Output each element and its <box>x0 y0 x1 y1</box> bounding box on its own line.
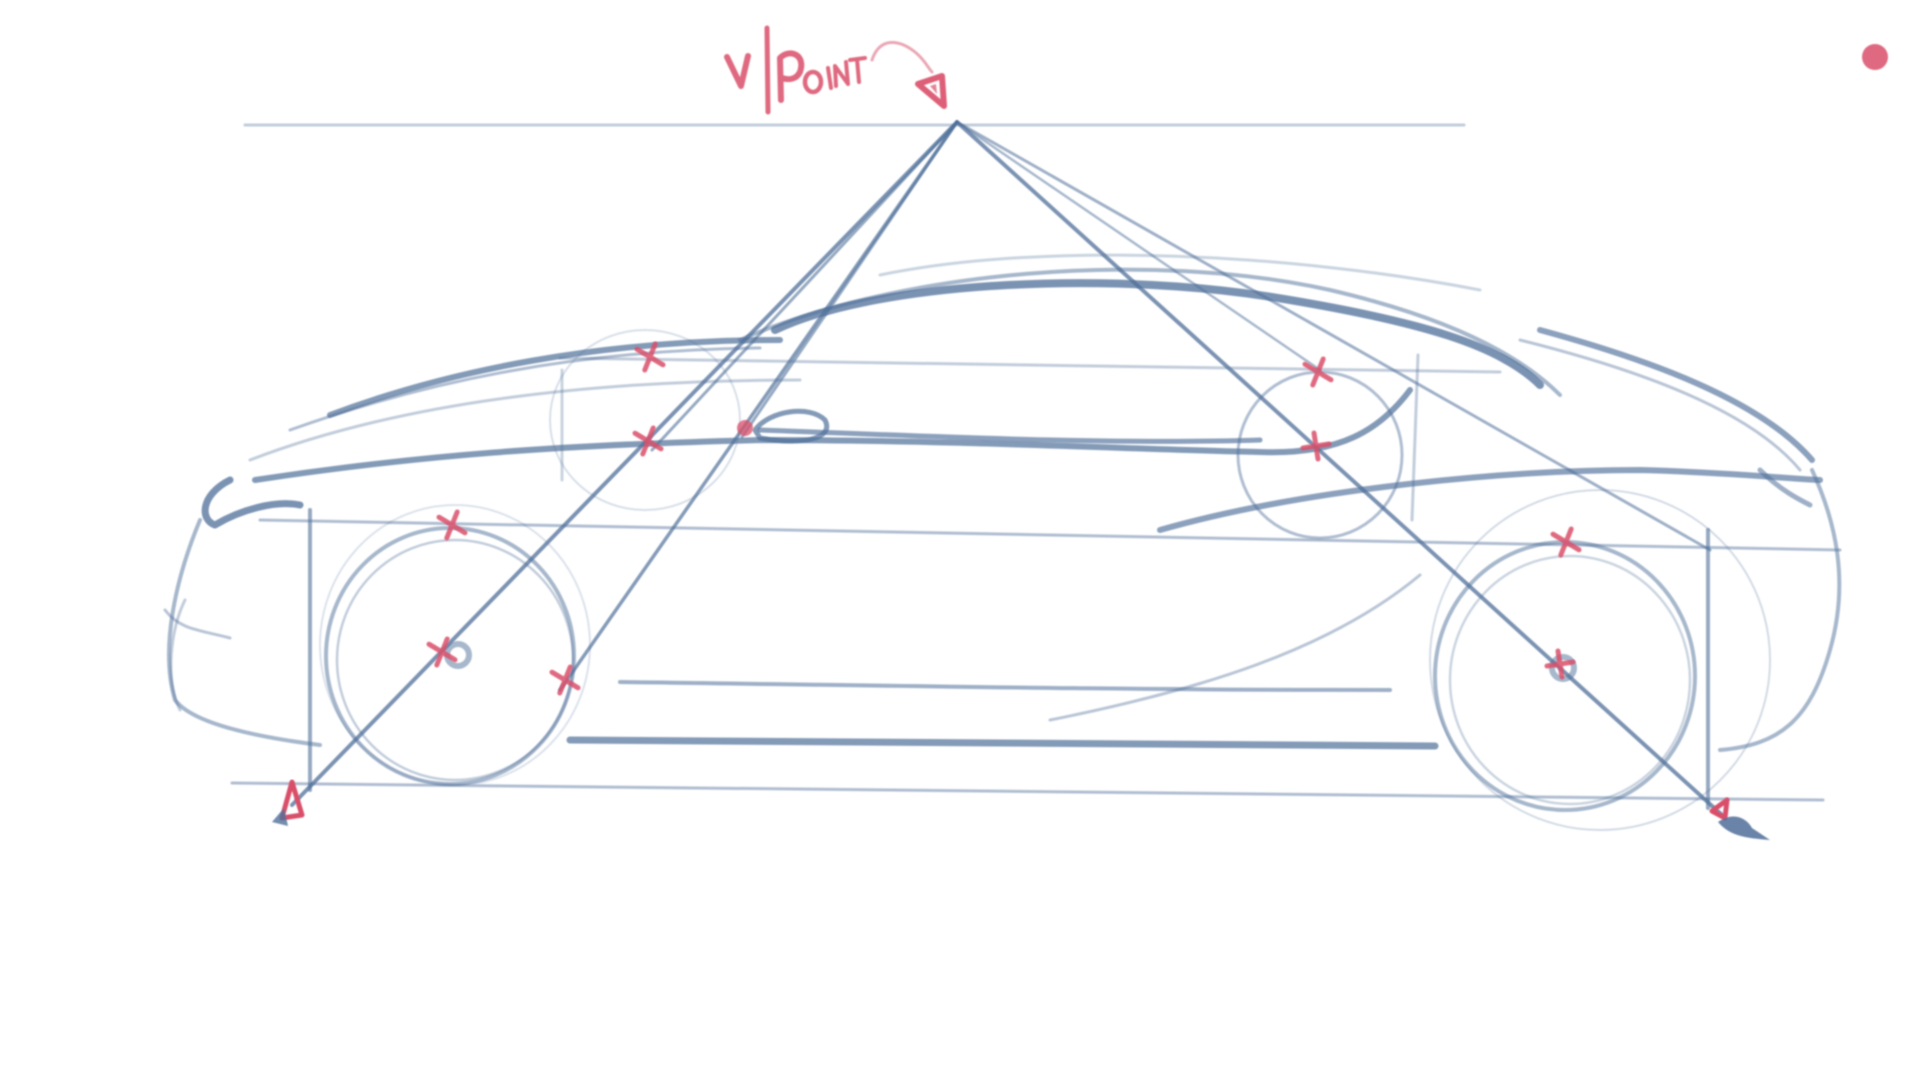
label-letter-o <box>802 69 824 95</box>
left-ground-blob <box>272 808 288 826</box>
label-letter-p <box>777 50 805 103</box>
label-letter-v <box>724 53 751 89</box>
front-grille <box>163 608 232 640</box>
rear-wheel-inner <box>1448 554 1692 806</box>
label-letter-t <box>848 56 867 84</box>
lower-door-line <box>618 680 1392 692</box>
color-swatch-dot[interactable] <box>1862 44 1888 70</box>
marker-plus-rear-upper-mid-icon <box>1300 430 1332 462</box>
left-ground-triangle-icon <box>279 779 305 821</box>
rear-fascia <box>1718 468 1842 752</box>
wheel-ellipses <box>319 329 1771 831</box>
vp-ray-4 <box>650 120 959 452</box>
ground-markers <box>272 779 1770 840</box>
vp-ray-5 <box>955 120 1724 817</box>
rear-tail-light <box>1757 467 1813 508</box>
rear-deck <box>1537 327 1815 463</box>
label-letter-n <box>833 60 850 88</box>
marker-x-rear-upper-top-icon <box>1302 356 1334 388</box>
mirror <box>752 408 830 444</box>
rear-pillar-vertical <box>1410 353 1420 522</box>
front-wheel-inner <box>335 538 575 782</box>
lower-swoosh <box>1048 573 1422 722</box>
vp-ray-6 <box>955 120 1712 552</box>
rear-haunch <box>1157 467 1823 533</box>
red-x-markers <box>426 341 1582 696</box>
side-crease <box>252 387 1413 483</box>
vanishing-point-annotation <box>724 25 947 436</box>
label-curved-arrow <box>870 40 934 74</box>
front-bumper <box>201 476 304 529</box>
marker-x-front-wheel-center-icon <box>426 636 458 668</box>
label-divider <box>764 25 771 115</box>
roof-top-light <box>878 253 1482 292</box>
vanishing-point-triangle-icon <box>915 73 947 109</box>
front-fascia-2 <box>169 598 187 712</box>
right-ground-blob <box>1718 816 1770 840</box>
front-wheel-arch <box>319 504 591 786</box>
hood-light <box>248 378 802 462</box>
roof-line <box>771 279 1544 389</box>
label-letter-i <box>826 66 833 90</box>
marker-x-rear-wheel-top-icon <box>1550 526 1582 558</box>
ground-line <box>230 781 1825 802</box>
sill-line <box>566 736 1439 750</box>
vp-ray-7 <box>955 120 1322 372</box>
marker-plus-rear-wheel-center-icon <box>1544 648 1576 680</box>
window-bottom <box>757 427 1263 444</box>
vp-ray-3 <box>740 120 959 439</box>
car-body-strokes <box>163 253 1842 752</box>
vanishing-point-triangle-inner <box>930 84 937 94</box>
front-upper-circle <box>549 329 741 511</box>
vp-ray-1 <box>290 120 959 807</box>
hood-line-2 <box>288 346 762 432</box>
right-ground-triangle-icon <box>1709 797 1730 821</box>
hood-line <box>327 337 783 418</box>
marker-x-front-upper-mid-icon <box>632 425 664 457</box>
marker-x-front-wheel-top-icon <box>436 509 468 541</box>
marker-x-front-upper-top-icon <box>634 341 666 373</box>
mirror-red-dot <box>737 420 753 436</box>
roof-line-2 <box>738 267 1562 397</box>
rear-deck-2 <box>1518 338 1802 472</box>
marker-x-front-wheel-right-icon <box>549 664 581 696</box>
rear-wheel-arch <box>1429 489 1771 831</box>
